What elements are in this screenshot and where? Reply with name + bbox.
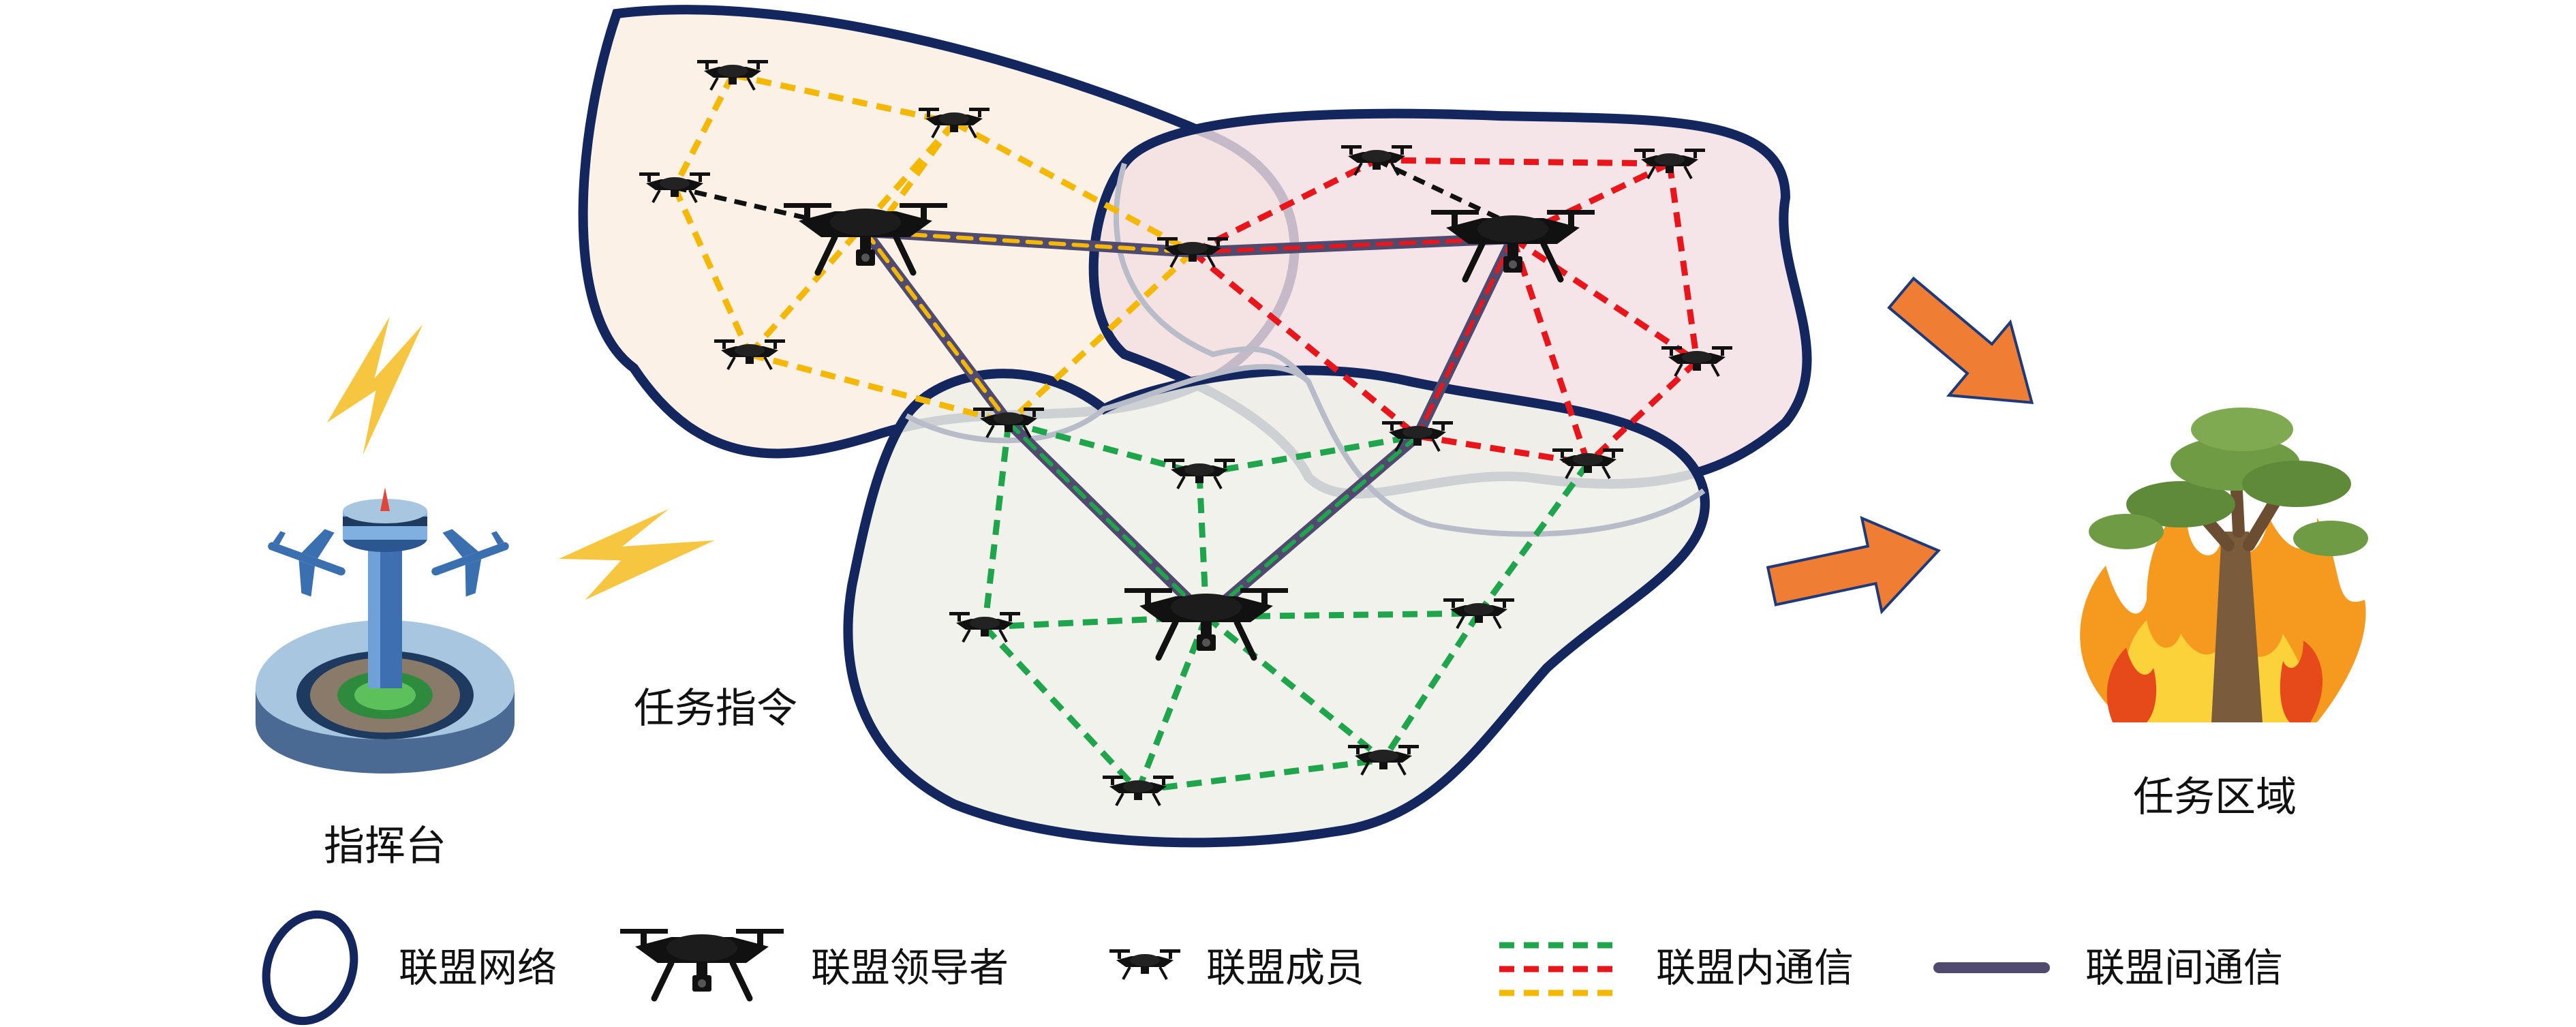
mission-command-label: 任务指令 [634,685,797,733]
orange-arrows [1766,276,2034,615]
legend-member-label: 联盟成员 [1206,945,1364,991]
burning-tree-icon [2080,408,2368,722]
arrow-icon [1766,516,1941,615]
legend-intra-label: 联盟内通信 [1656,945,1854,991]
legend-inter-label: 联盟间通信 [2085,945,2283,991]
control-tower-label: 指挥台 [324,823,446,870]
coalition-regions [578,5,1812,848]
links-inter [860,226,1518,622]
links-black [674,157,1514,234]
legend-leader-icon [620,929,784,998]
legend-network-icon [262,910,358,1026]
mission-area-label: 任务区域 [2133,773,2297,821]
lightning-bolt-icon [559,508,715,600]
signal-bolts [327,316,715,600]
legend-leader-label: 联盟领导者 [811,945,1009,991]
arrow-icon [1887,276,2034,404]
lightning-bolt-icon [327,316,423,455]
legend-member-icon [1108,948,1182,981]
legend-intra-icon [1499,942,1622,996]
links-red [1191,157,1700,467]
control-tower-icon [256,487,515,773]
legend-network-label: 联盟网络 [399,945,557,991]
legend: 联盟网络 联盟领导者 联盟成员 联盟内通信 联盟间通信 [262,910,2283,1026]
